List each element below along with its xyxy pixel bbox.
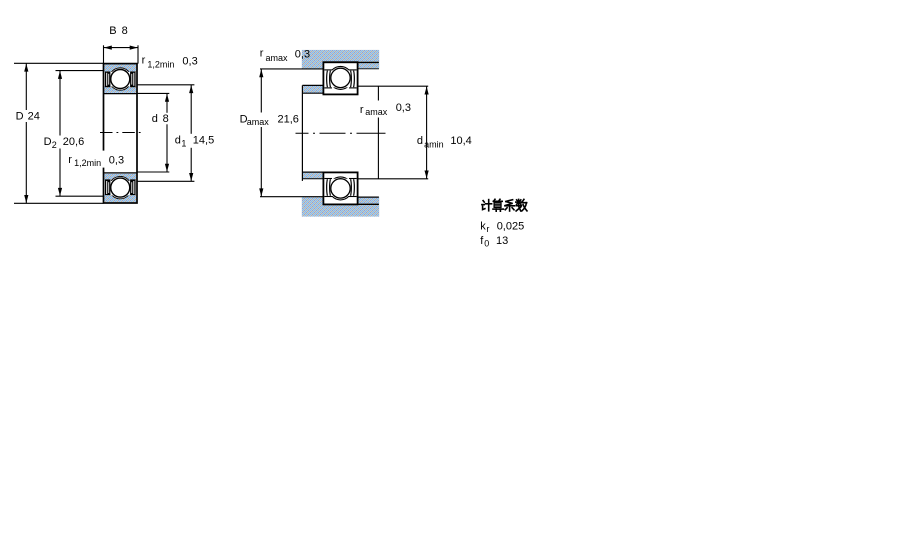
svg-text:d: d (152, 113, 158, 125)
svg-text:r: r (142, 54, 146, 66)
svg-text:0,3: 0,3 (182, 56, 197, 68)
svg-text:8: 8 (122, 25, 128, 37)
svg-text:24: 24 (28, 110, 40, 122)
svg-text:D: D (16, 110, 24, 122)
svg-text:1,2min: 1,2min (147, 60, 174, 70)
svg-text:k: k (480, 220, 486, 232)
svg-text:21,6: 21,6 (278, 114, 299, 126)
svg-text:amax: amax (266, 53, 289, 63)
svg-text:d: d (417, 135, 423, 147)
svg-text:0,025: 0,025 (497, 220, 525, 232)
svg-text:D: D (240, 114, 248, 126)
svg-text:20,6: 20,6 (63, 136, 84, 148)
svg-text:amin: amin (424, 139, 444, 149)
svg-text:D: D (44, 136, 52, 148)
svg-text:2: 2 (52, 140, 57, 150)
svg-text:amax: amax (247, 117, 270, 127)
svg-text:r: r (360, 104, 364, 116)
svg-text:0,3: 0,3 (295, 49, 310, 61)
svg-text:r: r (68, 154, 72, 166)
svg-text:0,3: 0,3 (109, 155, 124, 167)
svg-text:0,3: 0,3 (396, 102, 411, 114)
svg-text:amax: amax (365, 107, 388, 117)
svg-text:0: 0 (484, 239, 489, 249)
svg-text:1: 1 (181, 138, 186, 148)
svg-text:d: d (175, 134, 181, 146)
svg-text:B: B (109, 25, 116, 37)
svg-text:10,4: 10,4 (450, 135, 471, 147)
svg-text:r: r (260, 47, 264, 59)
svg-text:8: 8 (163, 113, 169, 125)
svg-text:r: r (486, 224, 489, 234)
svg-text:f: f (480, 235, 484, 247)
svg-text:14,5: 14,5 (193, 134, 214, 146)
svg-text:13: 13 (496, 235, 508, 247)
svg-text:1,2min: 1,2min (74, 158, 101, 168)
